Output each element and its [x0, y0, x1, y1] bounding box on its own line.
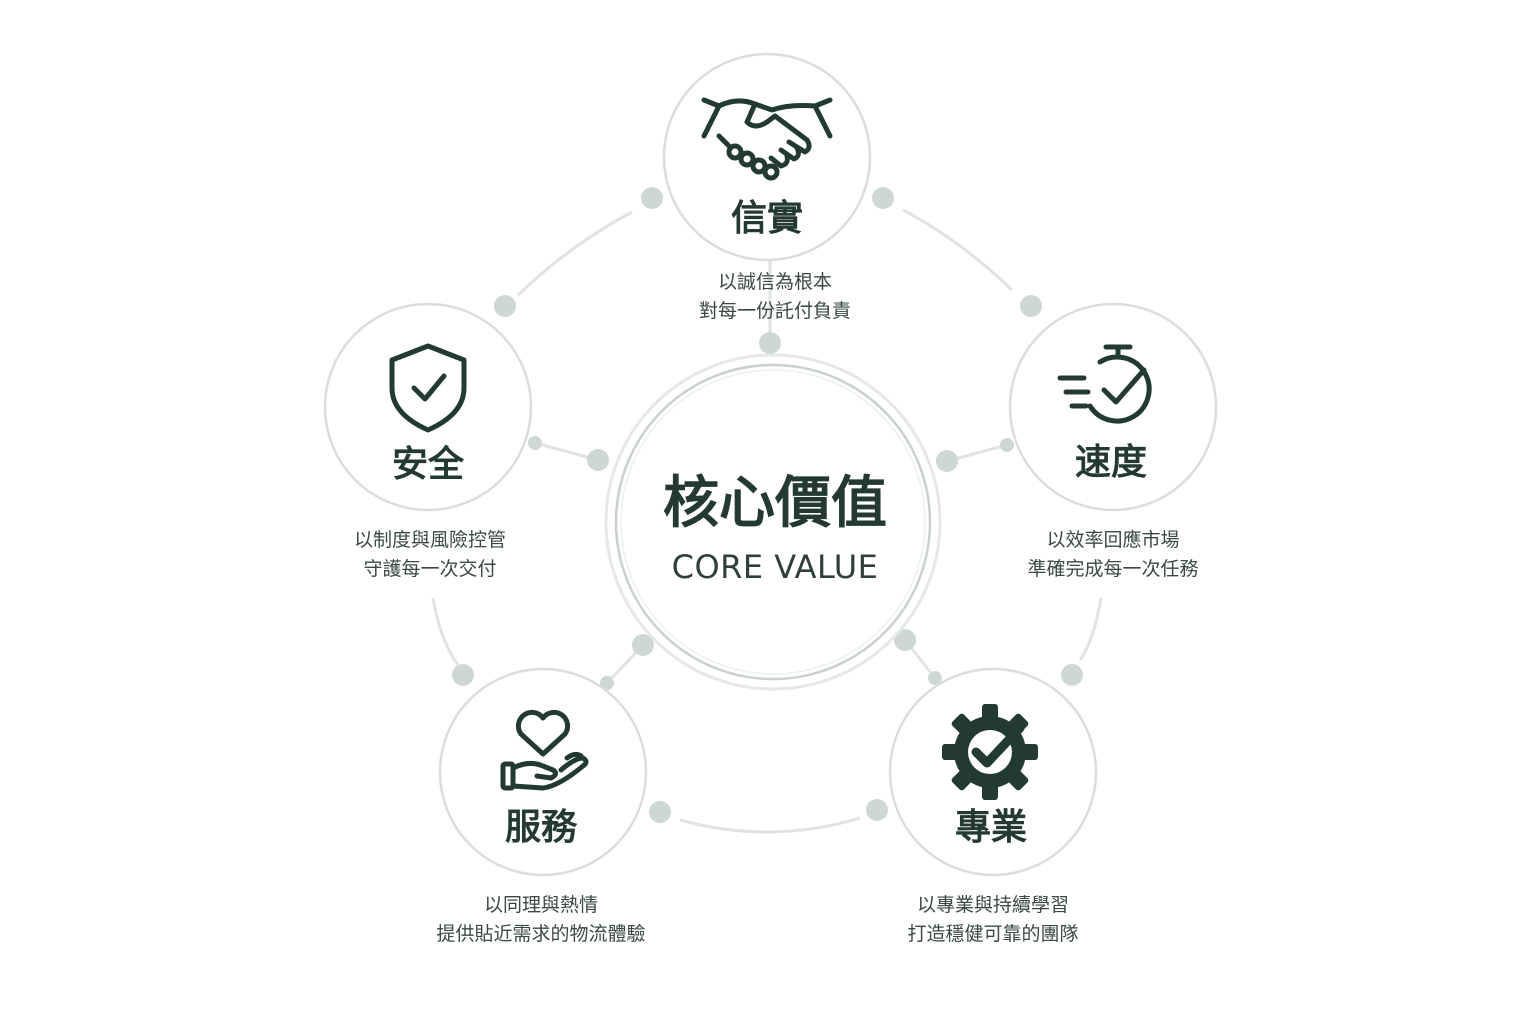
center-node: 核心價值 CORE VALUE — [604, 353, 942, 691]
value-title-service: 服務 — [505, 807, 578, 848]
center-subtitle: CORE VALUE — [672, 548, 879, 586]
value-node-service: 服務 — [438, 667, 648, 877]
value-desc-service-line-2: 提供貼近需求的物流體驗 — [436, 923, 645, 945]
gear-check-icon — [942, 704, 1038, 800]
value-node-integrity: 信實 — [662, 52, 872, 262]
value-title-integrity: 信實 — [731, 197, 803, 239]
value-desc-professional-line-1: 以專業與持續學習 — [917, 894, 1069, 916]
value-desc-safety-line-1: 以制度與風險控管 — [354, 529, 506, 551]
connector-dots — [452, 187, 1083, 823]
value-node-speed: 速度 — [1008, 302, 1218, 512]
handshake-icon — [701, 97, 833, 181]
value-node-safety: 安全 — [323, 302, 533, 512]
shield-check-icon — [389, 343, 467, 433]
value-title-speed: 速度 — [1075, 442, 1147, 483]
value-node-professional: 專業 — [888, 667, 1098, 877]
value-desc-service-line-1: 以同理與熱情 — [484, 894, 598, 916]
value-title-professional: 專業 — [955, 807, 1027, 848]
value-desc-integrity-line-1: 以誠信為根本 — [718, 271, 832, 293]
value-desc-speed-line-1: 以效率回應市場 — [1046, 528, 1179, 551]
stopwatch-check-icon — [1057, 344, 1152, 424]
value-desc-speed-line-2: 準確完成每一次任務 — [1027, 558, 1198, 580]
outer-ring — [431, 208, 1103, 834]
heart-hand-icon — [500, 709, 589, 791]
value-desc-professional-line-2: 打造穩健可靠的團隊 — [907, 923, 1078, 945]
value-desc-safety-line-2: 守護每一次交付 — [363, 558, 496, 580]
value-title-safety: 安全 — [392, 443, 465, 485]
value-desc-integrity-line-2: 對每一份託付負責 — [699, 300, 851, 322]
center-title: 核心價值 — [663, 471, 887, 536]
